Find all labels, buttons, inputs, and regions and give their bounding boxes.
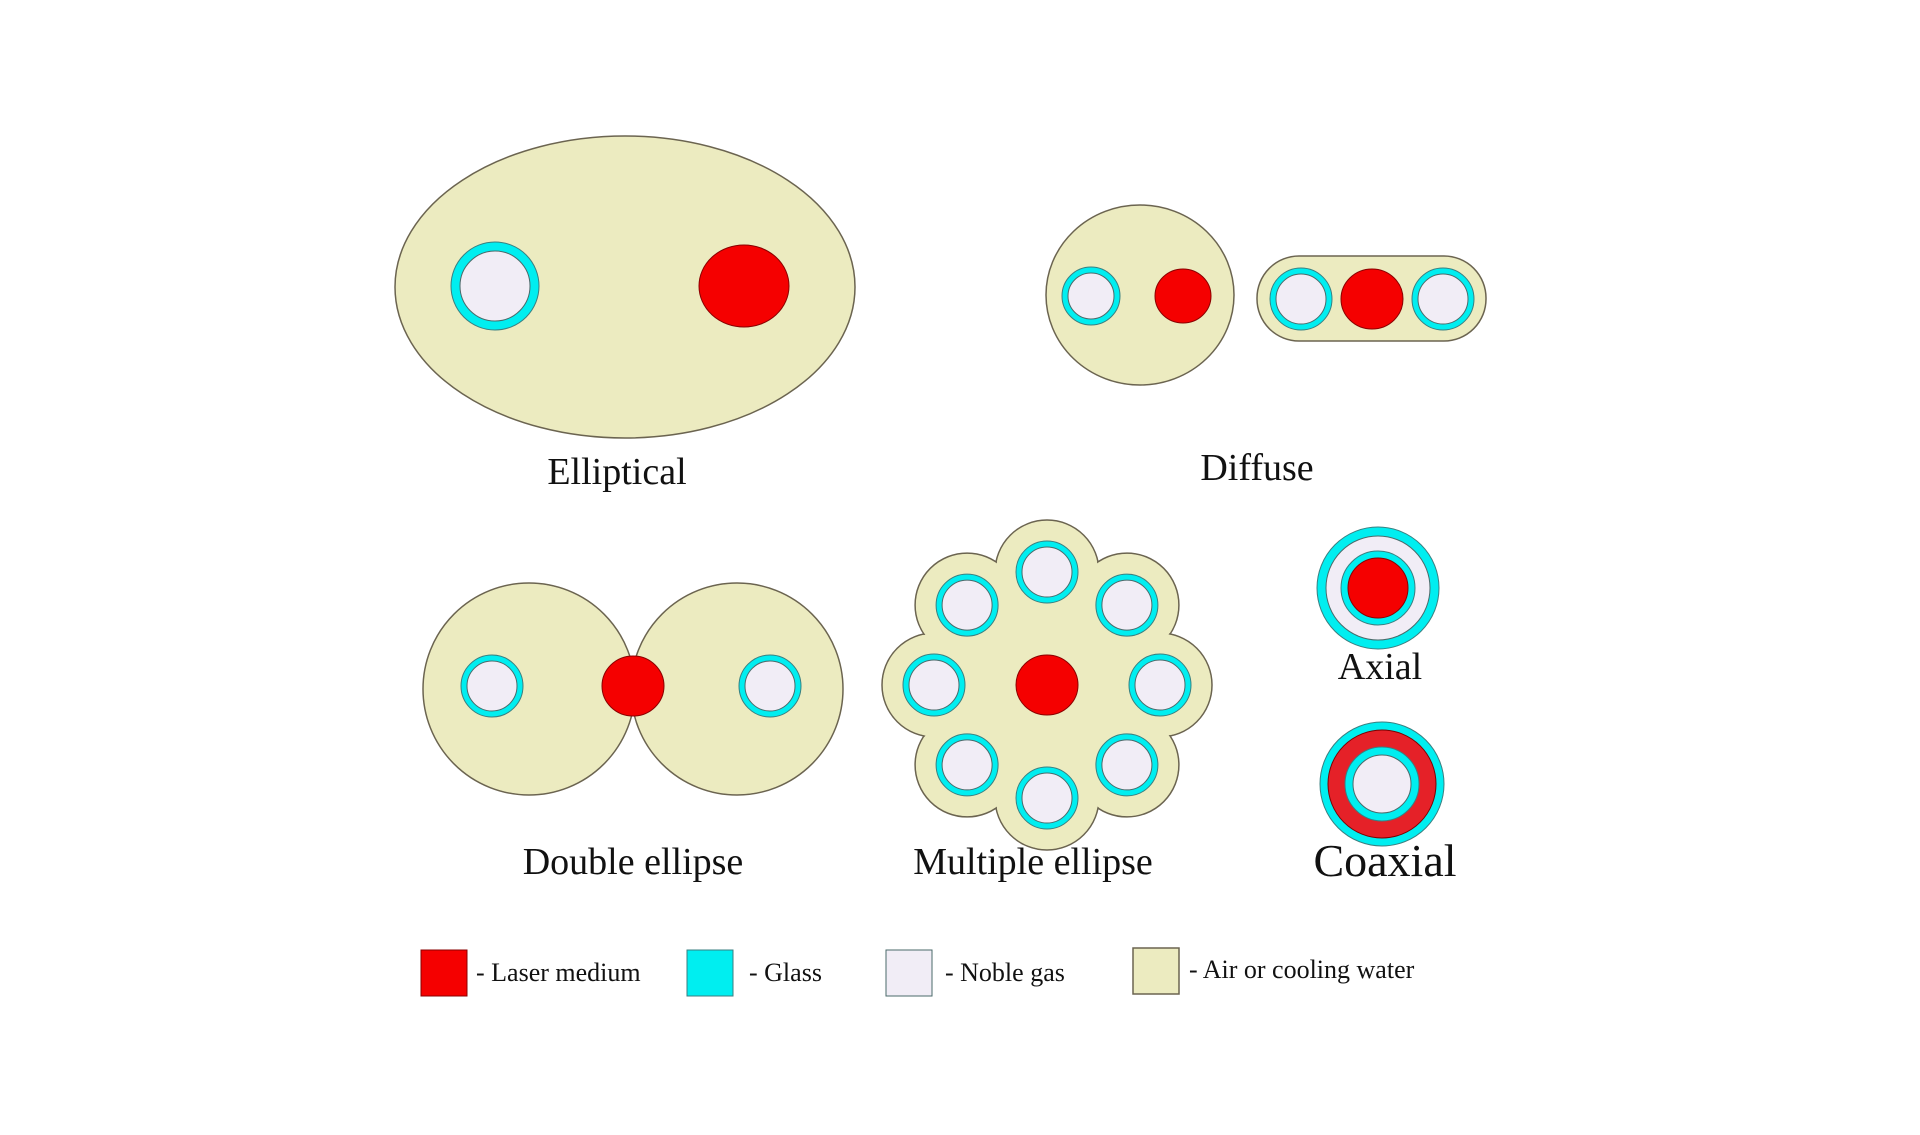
- noble-gas-lamp: [1021, 546, 1073, 598]
- noble-gas-lamp: [1101, 739, 1153, 791]
- double-ellipse-diagram: Double ellipse: [422, 582, 844, 883]
- legend-label-noble-gas: - Noble gas: [945, 958, 1065, 987]
- legend: - Laser medium - Glass - Noble gas - Air…: [420, 947, 1415, 997]
- legend-swatch-air-cooling-water: [1132, 947, 1180, 995]
- axial-label: Axial: [1338, 646, 1422, 688]
- elliptical-label: Elliptical: [547, 451, 686, 493]
- coaxial-label: Coaxial: [1313, 835, 1456, 886]
- legend-swatch-glass: [686, 949, 734, 997]
- multiple-ellipse-label: Multiple ellipse: [913, 841, 1153, 883]
- legend-swatch-laser-medium: [420, 949, 468, 997]
- noble-gas-lamp: [1134, 659, 1186, 711]
- legend-swatch-noble-gas: [885, 949, 933, 997]
- noble-gas-lamp: [1101, 579, 1153, 631]
- double-ellipse-label: Double ellipse: [523, 841, 744, 883]
- legend-label-laser-medium: - Laser medium: [476, 958, 641, 987]
- legend-label-air-cooling-water: - Air or cooling water: [1189, 955, 1415, 984]
- diffuse-label: Diffuse: [1200, 447, 1313, 489]
- coaxial-diagram: Coaxial: [1313, 721, 1457, 886]
- noble-gas-lamp: [941, 739, 993, 791]
- axial-diagram: Axial: [1316, 526, 1440, 688]
- noble-gas-lamp: [1021, 772, 1073, 824]
- noble-gas-lamp: [908, 659, 960, 711]
- laser-medium-rod: [1015, 654, 1079, 716]
- noble-gas-lamp: [941, 579, 993, 631]
- diffuse-diagram: Diffuse: [1045, 204, 1487, 489]
- legend-label-glass: - Glass: [749, 958, 822, 987]
- multiple-ellipse-diagram: Multiple ellipse: [881, 519, 1213, 883]
- elliptical-diagram: Elliptical: [394, 135, 856, 493]
